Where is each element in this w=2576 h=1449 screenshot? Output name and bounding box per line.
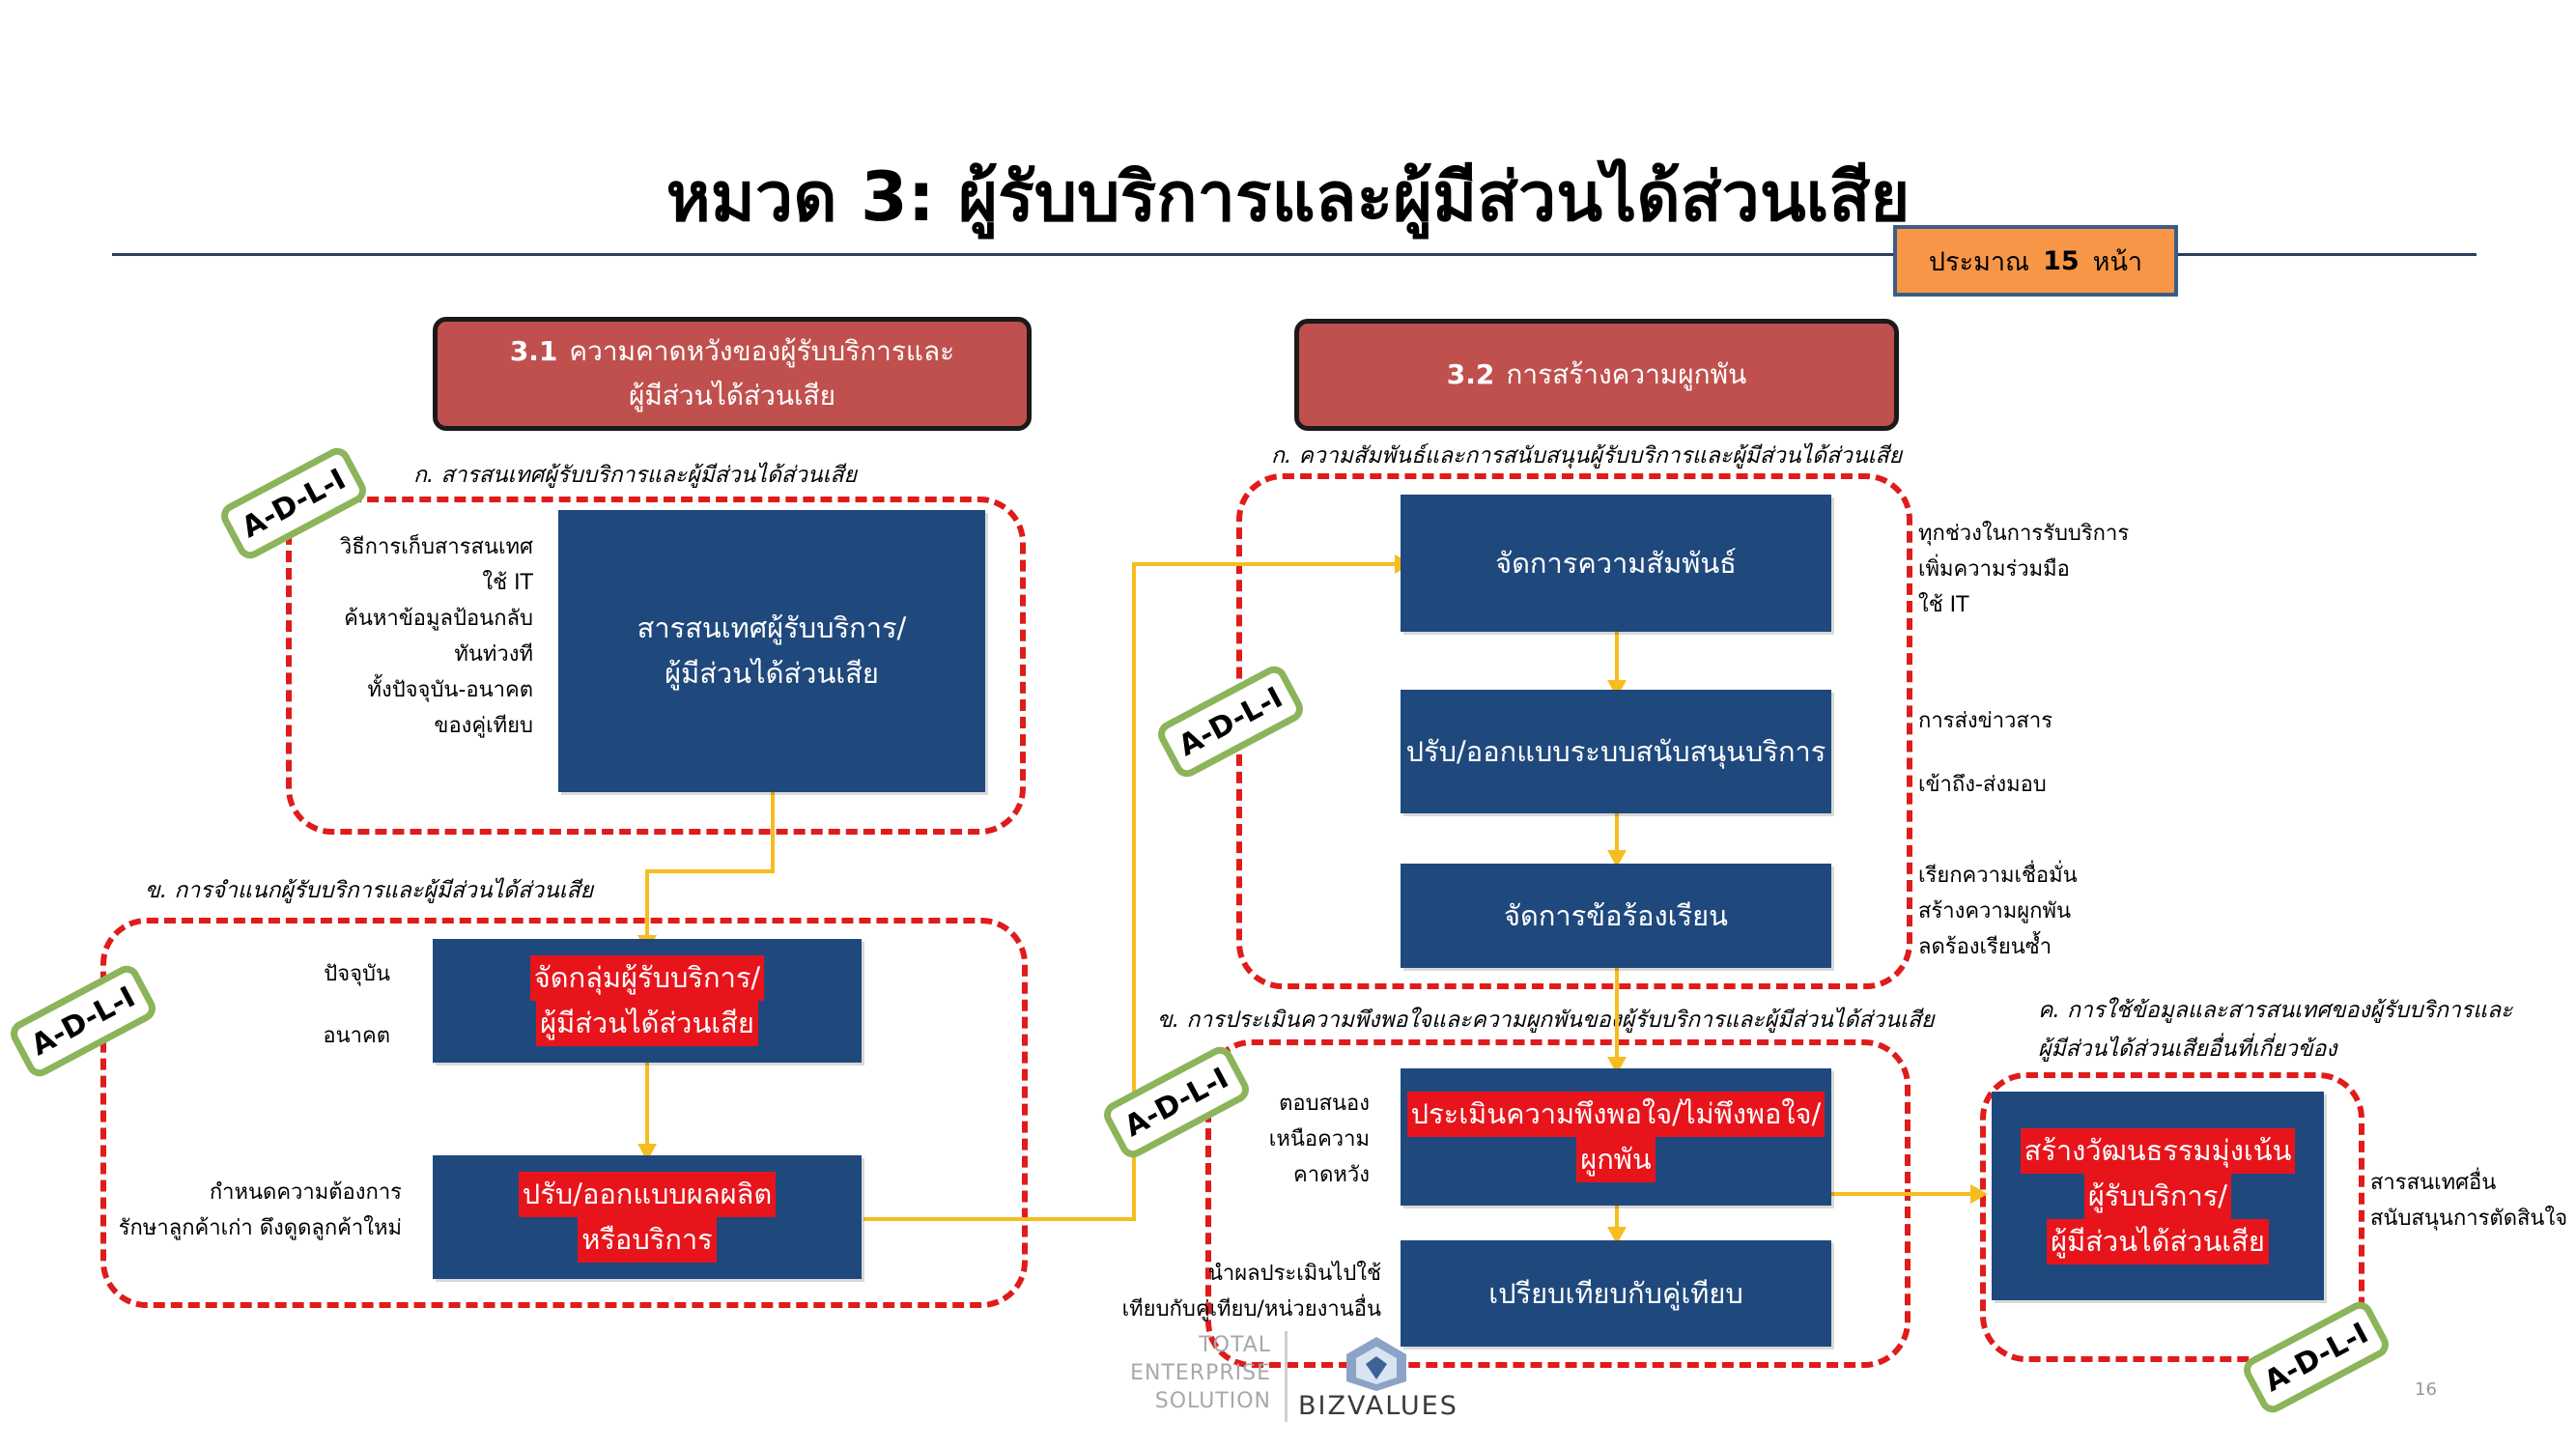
box-design-products-line1: ปรับ/ออกแบบผลผลิต: [518, 1172, 777, 1217]
box-group-customers-line1: จัดกลุ่มผู้รับบริการ/: [529, 955, 765, 1001]
box-design-support-system: ปรับ/ออกแบบระบบสนับสนุนบริการ: [1401, 690, 1831, 813]
logo-line-total: TOTAL: [1199, 1333, 1271, 1357]
info-label-6: ของคู่เทียบ: [434, 714, 533, 738]
section-3-2-number: 3.2: [1446, 358, 1495, 390]
section-3-1-number: 3.1: [509, 335, 558, 367]
box-evaluate-satisfaction: ประเมินความพึงพอใจ/ไม่พึงพอใจ/ ผูกพัน: [1401, 1068, 1831, 1206]
page-estimate-number: 15: [2043, 245, 2080, 276]
box-compare-with-peers: เปรียบเทียบกับคู่เทียบ: [1401, 1240, 1831, 1347]
box-design-products-line2: หรือบริการ: [578, 1217, 717, 1263]
page-estimate-prefix: ประมาณ: [1928, 246, 2030, 277]
box-manage-relationships: จัดการความสัมพันธ์: [1401, 495, 1831, 632]
box-build-customer-culture: สร้างวัฒนธรรมมุ่งเน้น ผู้รับบริการ/ ผู้ม…: [1992, 1092, 2324, 1300]
relationship-label-1: ทุกช่วงในการรับบริการ: [1918, 522, 2130, 546]
other-info-labels: สารสนเทศอื่น สนับสนุนการตัดสินใจ: [2370, 1165, 2567, 1236]
relationship-labels: ทุกช่วงในการรับบริการ เพิ่มความร่วมมือ ใ…: [1918, 516, 2129, 623]
relationship-label-2: เพิ่มความร่วมมือ: [1918, 557, 2070, 582]
arrowhead-complaint: [1607, 850, 1627, 867]
info-label-2: ใช้ IT: [482, 571, 533, 595]
results-labels: นำผลประเมินไปใช้ เทียบกับคู่เทียบ/หน่วยง…: [1111, 1256, 1381, 1327]
subsection-c-use-info-label: ค. การใช้ข้อมูลและสารสนเทศของผู้รับบริกา…: [2038, 991, 2512, 1068]
connector-info-to-group: [645, 792, 775, 935]
subsection-a-info-label: ก. สารสนเทศผู้รับบริการและผู้มีส่วนได้ส่…: [413, 463, 857, 488]
relationship-label-3: ใช้ IT: [1918, 593, 1969, 617]
box-group-customers: จัดกลุ่มผู้รับบริการ/ ผู้มีส่วนได้ส่วนเส…: [433, 939, 862, 1063]
group-classify-region: [100, 918, 1028, 1308]
box-design-products: ปรับ/ออกแบบผลผลิต หรือบริการ: [433, 1155, 862, 1279]
complaint-label-3: ลดร้องเรียนซ้ำ: [1918, 935, 2052, 959]
needs-label-2: รักษาลูกค้าเก่า ดึงดูดลูกค้าใหม่: [118, 1216, 402, 1240]
label-present: ปัจจุบัน: [324, 962, 390, 986]
section-3-1-header: 3.1 ความคาดหวังของผู้รับบริการและ ผู้มีส่…: [433, 317, 1032, 431]
needs-labels: กำหนดความต้องการ รักษาลูกค้าเก่า ดึงดูดล…: [116, 1175, 402, 1246]
label-access: เข้าถึง-ส่งมอบ: [1918, 773, 2047, 797]
complaint-label-1: เรียกความเชื่อมั่น: [1918, 864, 2078, 888]
response-label-3: คาดหวัง: [1293, 1163, 1370, 1187]
logo-line-solution: SOLUTION: [1154, 1389, 1271, 1413]
section-3-2-header: 3.2 การสร้างความผูกพัน: [1294, 319, 1899, 431]
label-future: อนาคต: [323, 1024, 390, 1048]
page-title: หมวด 3: ผู้รับบริการและผู้มีส่วนได้ส่วนเ…: [665, 157, 1911, 237]
box-customer-information: สารสนเทศผู้รับบริการ/ ผู้มีส่วนได้ส่วนเส…: [558, 510, 985, 792]
box-customer-information-line2: ผู้มีส่วนได้ส่วนเสีย: [665, 657, 879, 690]
arrowhead-support: [1607, 680, 1627, 697]
subsection-b-classify-label: ข. การจำแนกผู้รับบริการและผู้มีส่วนได้ส่…: [145, 878, 594, 903]
subsection-c-line2: ผู้มีส่วนได้ส่วนเสียอื่นที่เกี่ยวข้อง: [2038, 1037, 2337, 1062]
complaint-label-2: สร้างความผูกพัน: [1918, 899, 2072, 923]
group-info-region: [286, 497, 1026, 835]
section-3-1-line2: ผู้มีส่วนได้ส่วนเสีย: [628, 380, 836, 412]
subsection-b-evaluation-label: ข. การประเมินความพึงพอใจและความผูกพันของ…: [1157, 1008, 1935, 1033]
group-evaluation-region: [1205, 1039, 1911, 1368]
logo-divider: [1285, 1331, 1288, 1422]
results-label-1: นำผลประเมินไปใช้: [1207, 1262, 1381, 1286]
complaint-labels: เรียกความเชื่อมั่น สร้างความผูกพัน ลดร้อ…: [1918, 858, 2078, 965]
other-info-label-2: สนับสนุนการตัดสินใจ: [2370, 1207, 2568, 1231]
results-label-2: เทียบกับคู่เทียบ/หน่วยงานอื่น: [1121, 1297, 1381, 1321]
group-use-info-region: [1980, 1072, 2364, 1362]
response-labels: ตอบสนอง เหนือความ คาดหวัง: [1246, 1086, 1370, 1193]
info-label-5: ทั้งปัจจุบัน-อนาคต: [367, 678, 533, 702]
info-label-1: วิธีการเก็บสารสนเทศ: [339, 535, 533, 559]
response-label-2: เหนือความ: [1268, 1127, 1370, 1151]
arrowhead-eval: [1607, 1057, 1627, 1074]
section-3-1-line1: ความคาดหวังของผู้รับบริการและ: [569, 335, 955, 367]
box-build-culture-line2: ผู้รับบริการ/: [2083, 1173, 2232, 1219]
page-number: 16: [2415, 1379, 2437, 1400]
info-label-3: ค้นหาข้อมูลป้อนกลับ: [344, 607, 533, 631]
title-divider: [112, 253, 2477, 256]
page-estimate-suffix: หน้า: [2092, 246, 2143, 277]
arrowhead-product: [637, 1144, 657, 1161]
connector-product-to-relationship: [863, 562, 1395, 1221]
arrowhead-culture: [1970, 1184, 1988, 1204]
response-label-1: ตอบสนอง: [1279, 1092, 1370, 1116]
section-3-2-title: การสร้างความผูกพัน: [1506, 358, 1747, 390]
subsection-c-line1: ค. การใช้ข้อมูลและสารสนเทศของผู้รับบริกา…: [2038, 998, 2513, 1023]
box-evaluate-satisfaction-line2: ผูกพัน: [1576, 1137, 1656, 1182]
page-estimate-badge: ประมาณ 15 หน้า: [1893, 225, 2178, 297]
subsection-a-relationship-label: ก. ความสัมพันธ์และการสนับสนุนผู้รับบริกา…: [1271, 443, 1903, 469]
box-customer-information-line1: สารสนเทศผู้รับบริการ/: [637, 611, 907, 644]
info-label-4: ทันท่วงที: [454, 642, 533, 667]
other-info-label-1: สารสนเทศอื่น: [2370, 1171, 2497, 1195]
logo-line-enterprise: ENTERPRISE: [1130, 1361, 1271, 1385]
needs-label-1: กำหนดความต้องการ: [209, 1180, 402, 1205]
box-build-culture-line1: สร้างวัฒนธรรมมุ่งเน้น: [2020, 1127, 2296, 1174]
logo-text: TOTAL ENTERPRISE SOLUTION: [1130, 1331, 1271, 1415]
box-build-culture-line3: ผู้มีส่วนได้ส่วนเสีย: [2047, 1218, 2269, 1264]
box-group-customers-line2: ผู้มีส่วนได้ส่วนเสีย: [536, 1001, 758, 1046]
box-manage-complaints: จัดการข้อร้องเรียน: [1401, 864, 1831, 968]
bizvalues-logo-icon: [1346, 1337, 1406, 1391]
logo-brand-name: BIZVALUES: [1298, 1391, 1458, 1421]
info-methods-labels: วิธีการเก็บสารสนเทศ ใช้ IT ค้นหาข้อมูลป้…: [290, 529, 533, 744]
label-news: การส่งข่าวสาร: [1918, 709, 2053, 733]
arrowhead-compare: [1607, 1227, 1627, 1244]
box-evaluate-satisfaction-line1: ประเมินความพึงพอใจ/ไม่พึงพอใจ/: [1406, 1092, 1826, 1137]
